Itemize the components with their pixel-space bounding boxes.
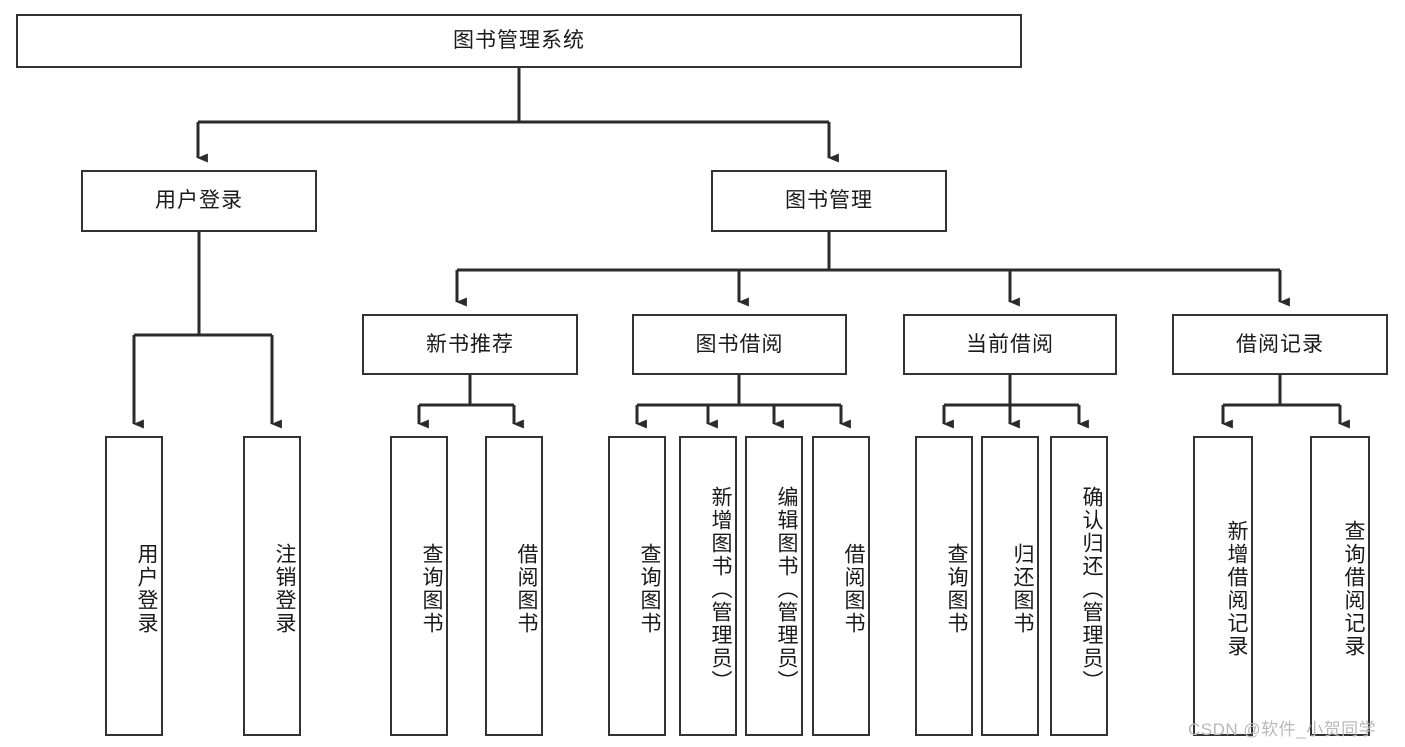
node-current-borrow-label: 当前借阅 <box>966 332 1054 356</box>
leaf-borrow-book-rec[interactable]: 借阅图书 <box>485 436 543 736</box>
leaf-return-book[interactable]: 归还图书 <box>981 436 1039 736</box>
leaf-query-book-current-label: 查询图书 <box>945 543 968 635</box>
node-root-label: 图书管理系统 <box>453 29 585 53</box>
leaf-borrow-book-rec-label: 借阅图书 <box>515 543 538 635</box>
node-borrow-record[interactable]: 借阅记录 <box>1172 314 1388 375</box>
node-user-login[interactable]: 用户登录 <box>81 170 317 232</box>
node-book-borrow-label: 图书借阅 <box>695 332 784 356</box>
leaf-edit-book-admin-label: 编辑图书（管理员） <box>775 485 798 693</box>
leaf-return-book-label: 归还图书 <box>1011 543 1034 635</box>
leaf-confirm-return-admin[interactable]: 确认归还（管理员） <box>1050 436 1108 736</box>
node-book-management[interactable]: 图书管理 <box>711 170 947 232</box>
leaf-query-book-borrow-label: 查询图书 <box>638 543 661 635</box>
leaf-add-borrow-record-label: 新增借阅记录 <box>1225 520 1248 658</box>
leaf-query-book-rec-label: 查询图书 <box>420 543 443 635</box>
leaf-query-borrow-record[interactable]: 查询借阅记录 <box>1310 436 1370 736</box>
node-borrow-record-label: 借阅记录 <box>1236 332 1324 356</box>
node-root[interactable]: 图书管理系统 <box>16 14 1022 68</box>
leaf-borrow-book-label: 借阅图书 <box>842 543 865 635</box>
node-new-book-recommend[interactable]: 新书推荐 <box>362 314 578 375</box>
leaf-query-book-borrow[interactable]: 查询图书 <box>608 436 666 736</box>
node-book-borrow[interactable]: 图书借阅 <box>632 314 847 375</box>
leaf-user-login[interactable]: 用户登录 <box>105 436 163 736</box>
node-new-book-recommend-label: 新书推荐 <box>426 332 514 356</box>
leaf-add-borrow-record[interactable]: 新增借阅记录 <box>1193 436 1253 736</box>
leaf-user-logout[interactable]: 注销登录 <box>243 436 301 736</box>
node-book-management-label: 图书管理 <box>785 189 873 213</box>
node-user-login-label: 用户登录 <box>155 189 243 213</box>
watermark: CSDN @软件_小贺同学 <box>1188 720 1377 739</box>
leaf-query-borrow-record-label: 查询借阅记录 <box>1342 520 1365 658</box>
leaf-borrow-book[interactable]: 借阅图书 <box>812 436 870 736</box>
leaf-add-book-admin[interactable]: 新增图书（管理员） <box>679 436 737 736</box>
leaf-edit-book-admin[interactable]: 编辑图书（管理员） <box>745 436 803 736</box>
leaf-user-login-label: 用户登录 <box>135 543 158 635</box>
leaf-confirm-return-admin-label: 确认归还（管理员） <box>1080 485 1103 693</box>
leaf-user-logout-label: 注销登录 <box>273 543 296 635</box>
leaf-query-book-current[interactable]: 查询图书 <box>915 436 973 736</box>
node-current-borrow[interactable]: 当前借阅 <box>903 314 1117 375</box>
leaf-add-book-admin-label: 新增图书（管理员） <box>709 485 732 693</box>
leaf-query-book-rec[interactable]: 查询图书 <box>390 436 448 736</box>
